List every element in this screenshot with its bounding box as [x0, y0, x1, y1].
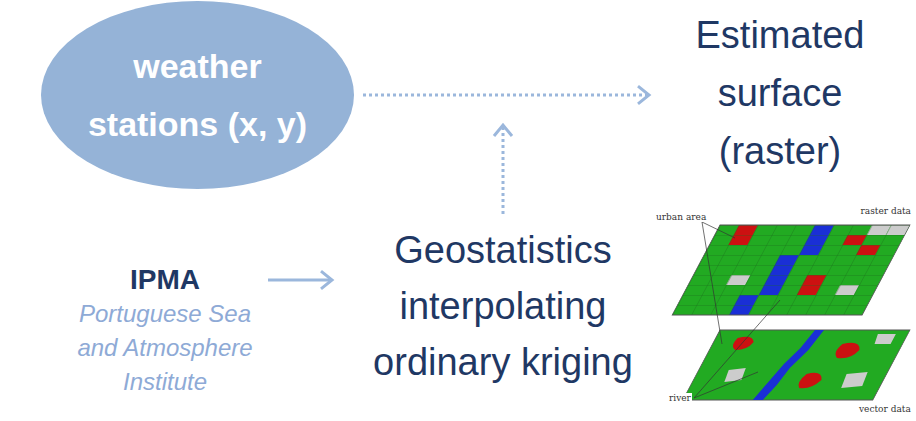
- node-title: weather stations (x, y): [88, 37, 308, 153]
- dotted-flow-arrow: [363, 86, 649, 104]
- source-description: Portuguese Sea and Atmosphere Institute: [70, 297, 260, 399]
- input-arrow: [268, 271, 332, 289]
- leader-lines: [694, 222, 780, 398]
- layer-label: raster data: [859, 206, 912, 216]
- raster-layer: [672, 225, 910, 315]
- ellipse-shape: [40, 0, 355, 190]
- feature-label: urban area: [655, 212, 707, 222]
- method-text: Geostatistics interpolating ordinary kri…: [338, 222, 668, 390]
- source-name: IPMA: [70, 263, 260, 297]
- station-ellipse: weather stations (x, y): [40, 0, 355, 190]
- vector-layer: [683, 330, 910, 400]
- layer-label: vector data: [858, 404, 912, 414]
- influence-arrow: [494, 125, 512, 214]
- source-block: IPMAPortuguese Sea and Atmosphere Instit…: [70, 263, 260, 403]
- result-block: Estimated surface (raster): [655, 6, 905, 184]
- method-block: Geostatistics interpolating ordinary kri…: [338, 222, 668, 394]
- feature-label: river: [668, 393, 692, 403]
- result-text: Estimated surface (raster): [655, 6, 905, 180]
